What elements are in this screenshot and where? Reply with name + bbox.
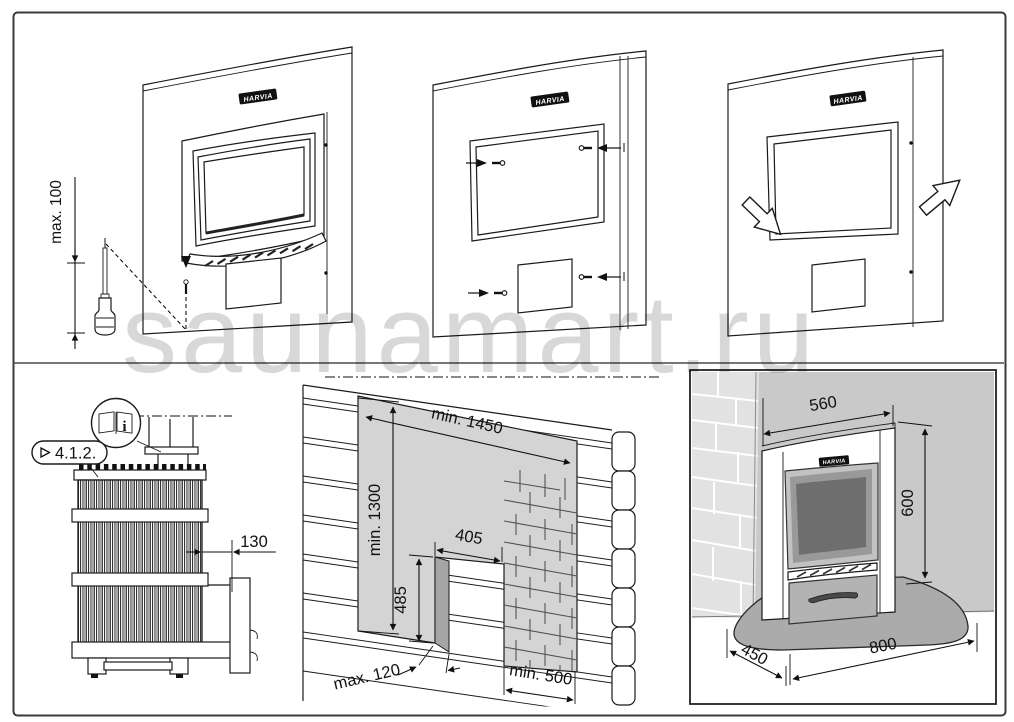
brickwork <box>504 492 577 672</box>
dim-800-label: 800 <box>868 635 898 658</box>
opening-side-face <box>434 556 450 653</box>
lower-cover <box>225 257 282 310</box>
book-info-icon: i <box>90 397 142 449</box>
dim-protection-height: min. 1300 <box>357 397 400 635</box>
brand-logo: HARVIA <box>818 455 850 467</box>
dim-screw-distance: max. 100 <box>48 177 85 349</box>
dim-tunnel-extension: 130 <box>186 533 276 592</box>
drawer-handle <box>808 592 859 604</box>
chimney-flange <box>144 446 199 455</box>
installed-fireplace: HARVIA <box>761 422 896 625</box>
screw-arrows <box>466 143 625 297</box>
step2-flange-figure: HARVIA <box>432 50 647 338</box>
lower-cover <box>811 258 866 313</box>
manual-reference-callout: 4.1.2. <box>31 440 108 478</box>
down-arrow-icon <box>181 256 191 268</box>
dim-600-label: 600 <box>899 489 917 517</box>
dim-max-120-label: max. 120 <box>332 661 402 694</box>
grille-slats <box>796 563 872 578</box>
brand-logo: HARVIA <box>238 88 278 105</box>
log-ends-column <box>611 431 636 706</box>
brick-strip-mortar <box>692 372 759 618</box>
info-letter: i <box>122 419 126 435</box>
dim-floor-plate-width: 800 <box>789 623 978 685</box>
dim-opening-height: 485 <box>392 554 434 644</box>
dim-405-label: 405 <box>454 526 484 549</box>
dim-max-100-label: max. 100 <box>48 180 65 244</box>
step3-flange-figure: HARVIA <box>727 49 961 337</box>
mounting-plate <box>229 577 251 674</box>
dim-flange-height: 600 <box>897 421 933 585</box>
brick-wall-strip <box>692 372 759 619</box>
svg-text:HARVIA: HARVIA <box>535 96 565 107</box>
svg-text:HARVIA: HARVIA <box>822 458 845 466</box>
dim-wall-thickness: max. 120 <box>332 645 461 694</box>
dim-485-label: 485 <box>392 586 410 614</box>
svg-text:HARVIA: HARVIA <box>243 93 273 104</box>
stove-body <box>77 479 203 646</box>
block-arrow-icon <box>741 196 782 236</box>
brand-logo: HARVIA <box>829 90 867 107</box>
dim-flange-width: 560 <box>762 393 894 446</box>
dim-opening-width: 405 <box>434 526 503 564</box>
screwdriver-icon <box>94 238 116 336</box>
glass-window <box>796 477 866 555</box>
page-border <box>12 11 1007 717</box>
flange-screw-dot <box>324 271 328 275</box>
protection-sheathing-panel <box>357 395 578 673</box>
stove-top-rim-teeth <box>79 464 206 470</box>
brand-logo: HARVIA <box>530 91 570 108</box>
step1-flange-figure: HARVIA max. 100 <box>48 46 353 349</box>
block-arrow-icon <box>918 179 961 217</box>
dim-560-label: 560 <box>808 393 838 415</box>
lower-cover <box>517 258 573 314</box>
flange-screw-dot <box>324 143 328 147</box>
stove-side-view: i 4.1.2. 130 <box>31 397 276 678</box>
brick-stubs <box>503 470 566 500</box>
screw-icon <box>183 279 189 294</box>
triangle-bullet-icon <box>40 446 51 459</box>
dim-min-1300-label: min. 1300 <box>366 484 384 556</box>
svg-text:HARVIA: HARVIA <box>833 95 863 106</box>
installed-view-figure: HARVIA 560 600 450 800 <box>689 369 997 705</box>
manual-reference-label: 4.1.2. <box>55 445 96 463</box>
stove-base <box>71 641 233 659</box>
dim-130-label: 130 <box>240 533 268 551</box>
wall-opening-figure: min. 1450 min. 1300 405 485 max. 120 <box>302 376 660 708</box>
drawer-front <box>788 574 878 625</box>
grille-slats <box>204 243 314 267</box>
